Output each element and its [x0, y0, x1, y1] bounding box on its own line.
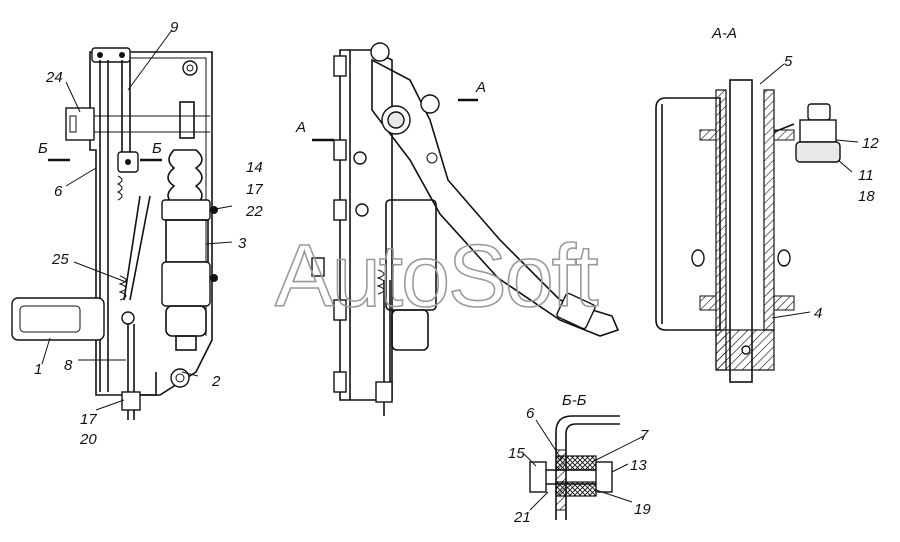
bolt-12	[807, 103, 831, 121]
callout-2: 2	[211, 373, 221, 390]
callouts: 9 24 6 14 17 22 3 25 1 8 2 17 20 5 12 11…	[34, 19, 879, 526]
nut-11	[795, 141, 841, 163]
callout-7: 7	[640, 427, 649, 444]
callout-11: 11	[858, 167, 874, 184]
callout-21: 21	[513, 509, 531, 526]
section-title-aa: А-А	[711, 25, 737, 42]
callout-12: 12	[862, 135, 879, 152]
leader-lines	[41, 29, 859, 511]
dust-boot	[167, 149, 203, 205]
cut-mark-b-right: Б	[152, 140, 162, 157]
callout-5: 5	[784, 53, 793, 70]
nut-13	[595, 461, 613, 493]
callout-3: 3	[238, 235, 247, 252]
callout-17-top: 17	[246, 181, 263, 198]
callout-6: 6	[54, 183, 63, 200]
bushing-7	[555, 455, 597, 471]
callout-18: 18	[858, 188, 875, 205]
pedal-section-frame	[655, 97, 721, 331]
mount-hole-top	[182, 60, 198, 76]
callout-22: 22	[245, 203, 263, 220]
side-bracket	[339, 49, 393, 401]
shaft-5	[729, 79, 753, 383]
section-aa	[655, 79, 841, 383]
watermark: AutoSoft	[275, 226, 598, 325]
cut-mark-a-right: А	[475, 79, 486, 96]
spring-25	[118, 275, 127, 301]
callout-20: 20	[79, 431, 97, 448]
bracket-section	[555, 415, 620, 520]
callout-4: 4	[814, 305, 822, 322]
callout-1: 1	[34, 361, 42, 378]
cut-mark-a-left: А	[295, 119, 306, 136]
callout-13: 13	[630, 457, 647, 474]
callout-24: 24	[45, 69, 63, 86]
callout-17-bottom: 17	[80, 411, 97, 428]
callout-14: 14	[246, 159, 263, 176]
pedal-pad-1	[11, 297, 105, 341]
callout-8: 8	[64, 357, 73, 374]
mount-hole-bottom	[170, 368, 190, 388]
callout-25: 25	[51, 251, 69, 268]
bolt-24	[65, 107, 95, 141]
section-title-bb: Б-Б	[562, 392, 587, 409]
section-bb	[529, 415, 620, 520]
bracket-plate	[89, 51, 213, 396]
side-view	[311, 42, 620, 416]
nut-17-20	[121, 391, 141, 411]
callout-15: 15	[508, 445, 525, 462]
lever-pivot	[370, 42, 390, 62]
cut-mark-b-left: Б	[38, 140, 48, 157]
bolt-15	[529, 461, 547, 493]
master-cylinder-3	[161, 101, 218, 351]
callout-9: 9	[170, 19, 179, 36]
callout-19: 19	[634, 501, 651, 518]
pedal-lever	[371, 58, 620, 337]
front-view	[11, 47, 218, 420]
callout-6-section: 6	[526, 405, 535, 422]
